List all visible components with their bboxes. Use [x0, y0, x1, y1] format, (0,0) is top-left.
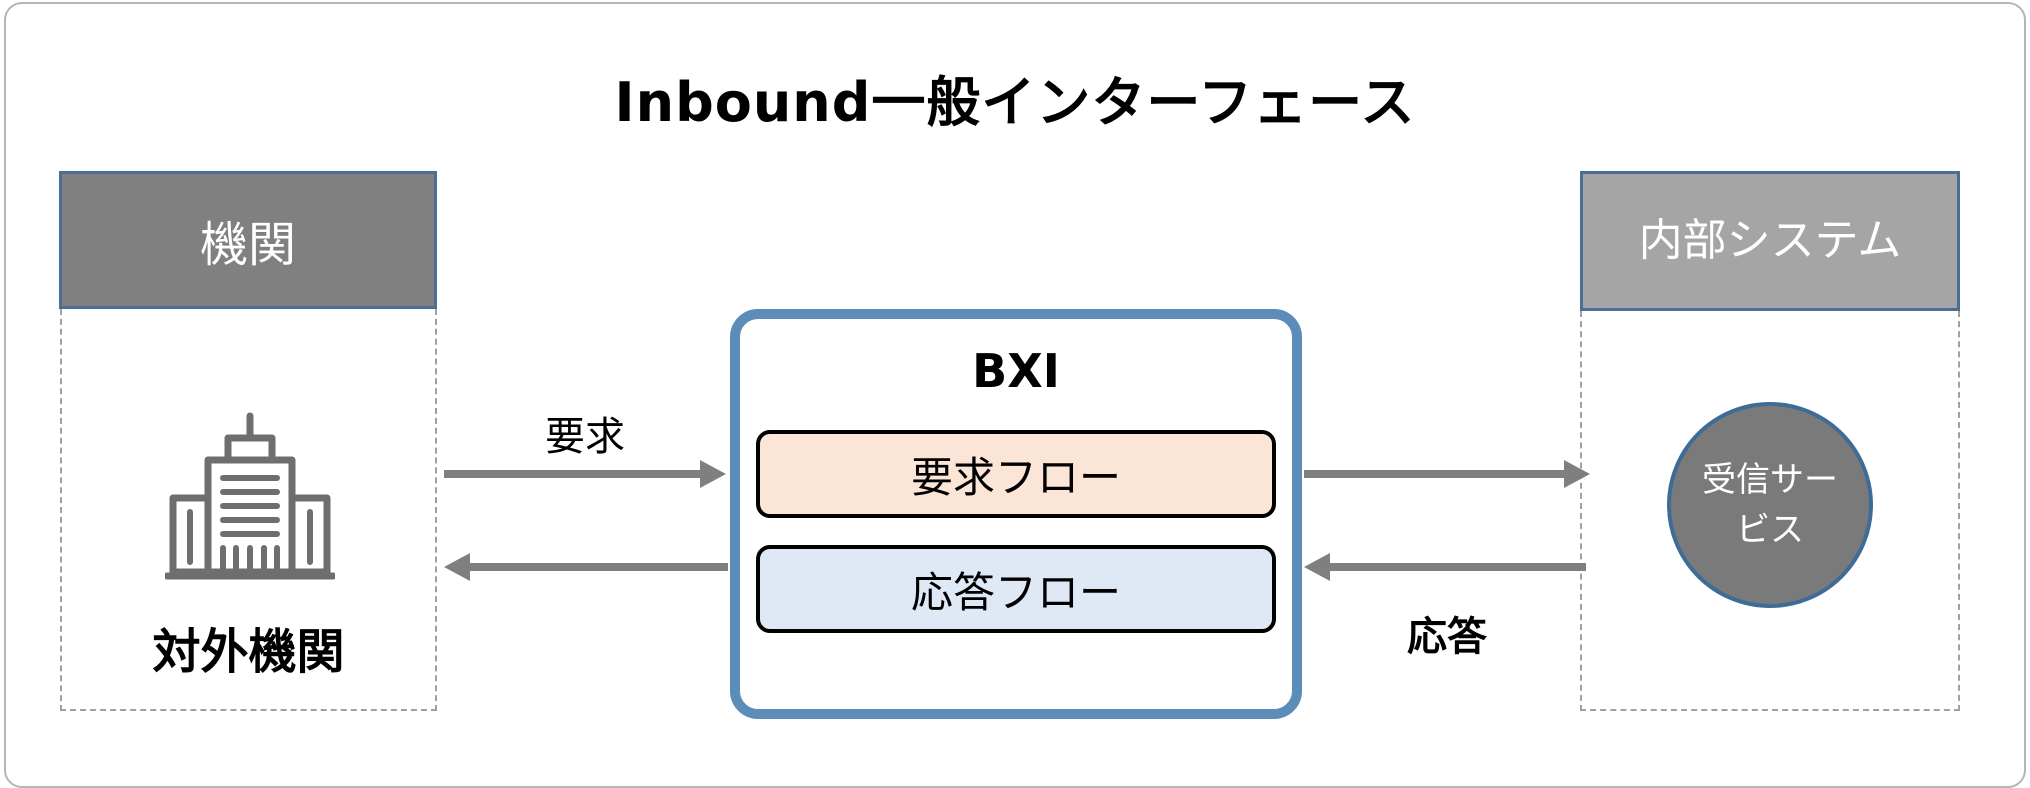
internal-system-header: 内部システム [1580, 171, 1960, 311]
request-flow-label: 要求フロー [910, 452, 1121, 502]
institution-panel [60, 309, 437, 711]
internal-system-panel [1580, 311, 1960, 711]
response-flow-label: 応答フロー [910, 567, 1121, 617]
institution-header: 機関 [59, 171, 437, 309]
receive-service-node: 受信サービス [1667, 402, 1873, 608]
response-label: 応答 [1407, 614, 1487, 660]
request-label: 要求 [545, 414, 625, 460]
bxi-title: BXI [972, 344, 1060, 398]
building-icon [165, 412, 335, 580]
internal-system-header-label: 内部システム [1638, 215, 1902, 266]
institution-header-label: 機関 [199, 217, 296, 273]
request-flow-box: 要求フロー [756, 430, 1276, 518]
external-institution-label: 対外機関 [152, 624, 345, 680]
diagram-title: Inbound一般インターフェース [614, 71, 1416, 134]
receive-service-label: 受信サービス [1702, 460, 1838, 550]
response-flow-box: 応答フロー [756, 545, 1276, 633]
